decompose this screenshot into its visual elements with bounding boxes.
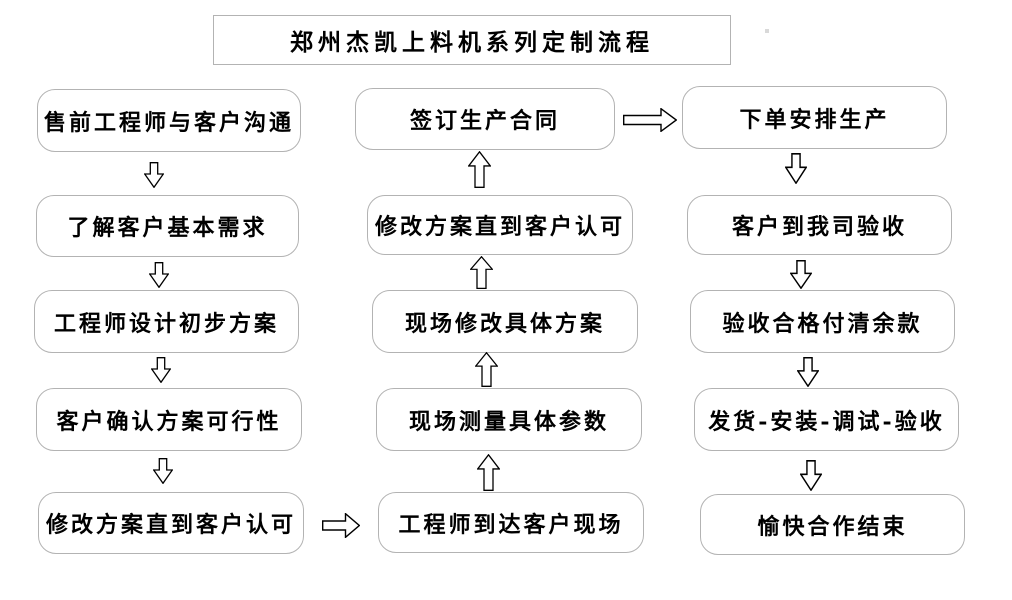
down-arrow-icon: [149, 262, 169, 288]
flow-node-right-5: 愉快合作结束: [700, 494, 965, 555]
flow-node-right-1: 下单安排生产: [682, 86, 947, 149]
stray-dot-artifact: [765, 29, 769, 33]
flow-node-left-5: 修改方案直到客户认可: [38, 492, 304, 554]
down-arrow-icon: [151, 357, 171, 383]
flow-node-left-3: 工程师设计初步方案: [34, 290, 299, 353]
flowchart-title: 郑州杰凯上料机系列定制流程: [213, 15, 731, 65]
flow-node-right-4: 发货-安装-调试-验收: [694, 388, 959, 451]
flow-node-left-1: 售前工程师与客户沟通: [37, 89, 301, 152]
up-arrow-icon: [470, 256, 493, 289]
flow-node-middle-4: 现场测量具体参数: [376, 388, 642, 451]
flow-node-middle-1: 签订生产合同: [355, 88, 615, 150]
flow-node-left-4: 客户确认方案可行性: [36, 388, 302, 451]
down-arrow-icon: [800, 460, 822, 491]
down-arrow-icon: [797, 357, 819, 387]
flow-node-left-2: 了解客户基本需求: [36, 195, 299, 257]
down-arrow-icon: [144, 162, 164, 188]
up-arrow-icon: [475, 352, 498, 387]
flow-node-right-2: 客户到我司验收: [687, 195, 952, 255]
flow-node-middle-2: 修改方案直到客户认可: [367, 195, 633, 255]
up-arrow-icon: [477, 454, 500, 491]
down-arrow-icon: [785, 153, 807, 184]
flow-node-right-3: 验收合格付清余款: [690, 290, 955, 353]
right-arrow-icon: [322, 513, 360, 538]
down-arrow-icon: [153, 458, 173, 484]
flow-node-middle-5: 工程师到达客户现场: [378, 492, 644, 553]
right-arrow-icon: [623, 108, 677, 132]
flow-node-middle-3: 现场修改具体方案: [372, 290, 638, 353]
down-arrow-icon: [790, 260, 812, 289]
up-arrow-icon: [468, 151, 491, 188]
